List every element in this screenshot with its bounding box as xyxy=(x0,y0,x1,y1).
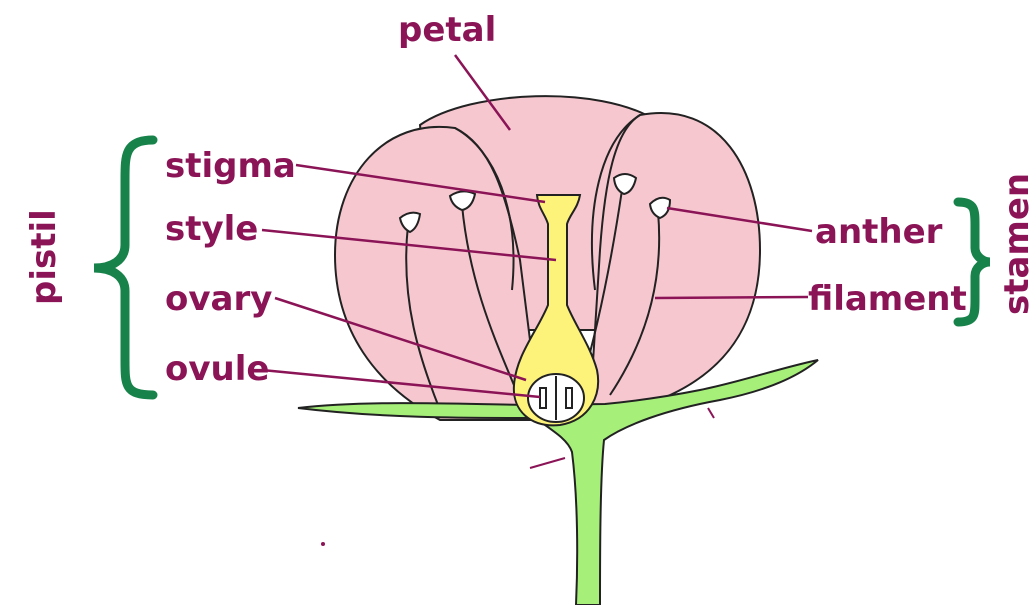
ovule-mark-right xyxy=(566,388,572,408)
petal-right xyxy=(590,113,760,410)
ovule-label: ovule xyxy=(165,349,269,389)
style-label: style xyxy=(165,209,258,249)
filament-leader xyxy=(655,297,808,298)
filament-label: filament xyxy=(808,279,967,319)
stigma-label: stigma xyxy=(165,146,296,186)
ovule-mark-left xyxy=(540,388,546,408)
ovary-label: ovary xyxy=(165,279,272,319)
pistil-label: pistil xyxy=(24,209,64,305)
pistil-bracket xyxy=(94,140,153,395)
petal-label: petal xyxy=(398,10,496,50)
stray-dot xyxy=(321,542,325,546)
stamen-label: stamen xyxy=(997,173,1031,315)
ovary-chamber xyxy=(528,374,584,422)
stem-mark xyxy=(530,458,565,468)
anther-label: anther xyxy=(815,212,943,252)
leaf-vein xyxy=(708,408,714,418)
